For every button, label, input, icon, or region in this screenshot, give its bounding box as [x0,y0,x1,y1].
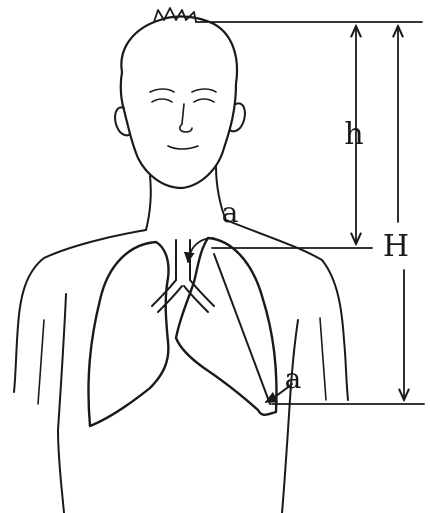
left-eyebrow [150,89,174,92]
right-inner-arm [282,320,298,513]
body [14,166,348,513]
left-armpit-line [38,320,44,404]
mouth [168,146,198,149]
left-lung [88,242,168,426]
label-H: H [383,229,409,264]
head-outline [121,17,237,188]
left-eye [152,99,172,102]
label-a-lower: a [285,362,302,395]
right-eye [194,99,214,102]
label-h: h [344,117,363,152]
left-inner-arm [58,294,66,513]
nose [180,104,192,132]
neck-left [146,176,151,230]
right-armpit-line [320,318,326,400]
right-eyebrow [192,89,216,92]
right-lung [176,238,276,415]
lungs [88,238,276,426]
diagonal-measure [214,254,292,404]
label-a-upper: a [222,196,239,229]
head [115,8,245,188]
